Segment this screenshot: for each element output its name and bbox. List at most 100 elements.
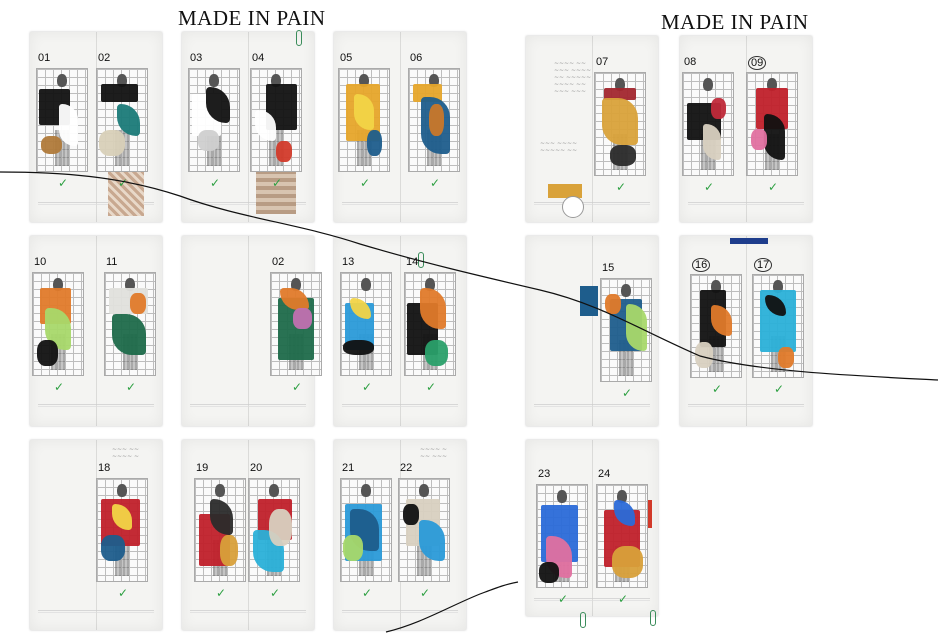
model-head bbox=[270, 74, 282, 88]
check-mark-icon: ✓ bbox=[704, 180, 715, 194]
collage-piece bbox=[605, 293, 621, 315]
look-card: 15 ✓ bbox=[600, 262, 652, 400]
look-card: 02✓ bbox=[96, 52, 148, 190]
collage-piece bbox=[206, 86, 230, 124]
model-head bbox=[556, 490, 568, 504]
model-head bbox=[116, 74, 128, 88]
collage-piece bbox=[255, 109, 276, 141]
collage-piece bbox=[601, 98, 639, 145]
collage-piece bbox=[611, 546, 643, 578]
board-title-right: MADE IN PAIN bbox=[661, 10, 809, 34]
look-card: 21✓ bbox=[340, 462, 392, 600]
collage-piece bbox=[276, 140, 292, 162]
check-mark-icon: ✓ bbox=[622, 386, 633, 400]
look-card: 16✓ bbox=[690, 258, 742, 396]
check-mark-icon: ✓ bbox=[292, 380, 303, 394]
collage-piece bbox=[778, 346, 794, 368]
look-number: 05 bbox=[340, 52, 353, 64]
collage-piece bbox=[101, 535, 125, 562]
check-mark-icon: ✓ bbox=[118, 176, 129, 190]
look-number: 03 bbox=[190, 52, 203, 64]
check-mark-icon: ✓ bbox=[126, 380, 137, 394]
look-card: 08✓ bbox=[682, 56, 734, 194]
board-title-left: MADE IN PAIN bbox=[178, 6, 326, 30]
collage-piece bbox=[111, 313, 146, 356]
look-card: 02 ✓ bbox=[270, 256, 322, 394]
look-card: 18✓ bbox=[96, 462, 148, 600]
look-number: 01 bbox=[38, 52, 51, 64]
color-swatch bbox=[646, 500, 652, 528]
look-number: 13 bbox=[342, 256, 355, 268]
handwritten-notes: ~~~ ~~~~~~ ~ bbox=[112, 446, 140, 460]
model-head bbox=[766, 78, 778, 92]
look-number: 09 bbox=[748, 56, 767, 70]
check-mark-icon: ✓ bbox=[362, 380, 373, 394]
look-card: 01 ✓ bbox=[36, 52, 88, 190]
check-mark-icon: ✓ bbox=[430, 176, 441, 190]
color-swatch bbox=[562, 196, 584, 218]
look-card: 19✓ bbox=[194, 462, 246, 600]
look-card: 04 ✓ bbox=[250, 52, 302, 190]
collage-piece bbox=[538, 562, 560, 583]
model-head bbox=[428, 74, 440, 88]
collage-piece bbox=[428, 104, 445, 136]
collage-piece bbox=[695, 341, 714, 368]
collage-piece bbox=[342, 535, 364, 562]
look-number: 10 bbox=[34, 256, 47, 268]
look-number: 15 bbox=[602, 262, 615, 274]
collage-piece bbox=[37, 339, 58, 366]
collage-piece bbox=[424, 339, 449, 366]
check-mark-icon: ✓ bbox=[270, 586, 281, 600]
collage-piece bbox=[609, 144, 636, 166]
collage-piece bbox=[59, 104, 78, 146]
look-card: 23✓ bbox=[536, 468, 588, 606]
handwritten-notes: ~~~~ ~~~ ~~~ bbox=[420, 446, 448, 460]
collage-piece bbox=[293, 308, 312, 330]
model-head bbox=[268, 484, 280, 498]
look-number: 20 bbox=[250, 462, 263, 474]
collage-piece bbox=[130, 292, 146, 314]
look-card: 20 ✓ bbox=[248, 462, 300, 600]
check-mark-icon: ✓ bbox=[712, 382, 723, 396]
look-card: 07✓ bbox=[594, 56, 646, 194]
look-number: 14 bbox=[406, 256, 419, 268]
check-mark-icon: ✓ bbox=[426, 380, 437, 394]
check-mark-icon: ✓ bbox=[360, 176, 371, 190]
check-mark-icon: ✓ bbox=[774, 382, 785, 396]
paper-clip-icon bbox=[296, 30, 302, 46]
check-mark-icon: ✓ bbox=[58, 176, 69, 190]
look-number: 04 bbox=[252, 52, 265, 64]
look-card: 11✓ bbox=[104, 256, 156, 394]
check-mark-icon: ✓ bbox=[618, 592, 629, 606]
model-head bbox=[358, 74, 370, 88]
look-number: 02 bbox=[272, 256, 285, 268]
collage-piece bbox=[220, 535, 239, 567]
look-card: 13 ✓ bbox=[340, 256, 392, 394]
look-card: 03✓ bbox=[188, 52, 240, 190]
collage-piece bbox=[353, 94, 375, 131]
check-mark-icon: ✓ bbox=[420, 586, 431, 600]
check-mark-icon: ✓ bbox=[768, 180, 779, 194]
check-mark-icon: ✓ bbox=[362, 586, 373, 600]
check-mark-icon: ✓ bbox=[118, 586, 129, 600]
collage-piece bbox=[710, 98, 727, 119]
color-swatch bbox=[580, 286, 598, 316]
look-card: 14 ✓ bbox=[404, 256, 456, 394]
model-head bbox=[614, 78, 626, 92]
check-mark-icon: ✓ bbox=[54, 380, 65, 394]
check-mark-icon: ✓ bbox=[272, 176, 283, 190]
collage-piece bbox=[111, 504, 133, 530]
model-head bbox=[620, 284, 632, 298]
look-card: 22✓ bbox=[398, 462, 450, 600]
model-head bbox=[214, 484, 226, 498]
collage-piece bbox=[366, 130, 383, 157]
collage-piece bbox=[626, 304, 647, 351]
reference-photo-strip bbox=[256, 168, 296, 214]
collage-piece bbox=[101, 83, 138, 103]
collage-piece bbox=[209, 498, 233, 536]
model-head bbox=[56, 74, 68, 88]
color-swatch bbox=[730, 238, 768, 244]
collage-piece bbox=[604, 87, 636, 101]
model-head bbox=[360, 484, 372, 498]
